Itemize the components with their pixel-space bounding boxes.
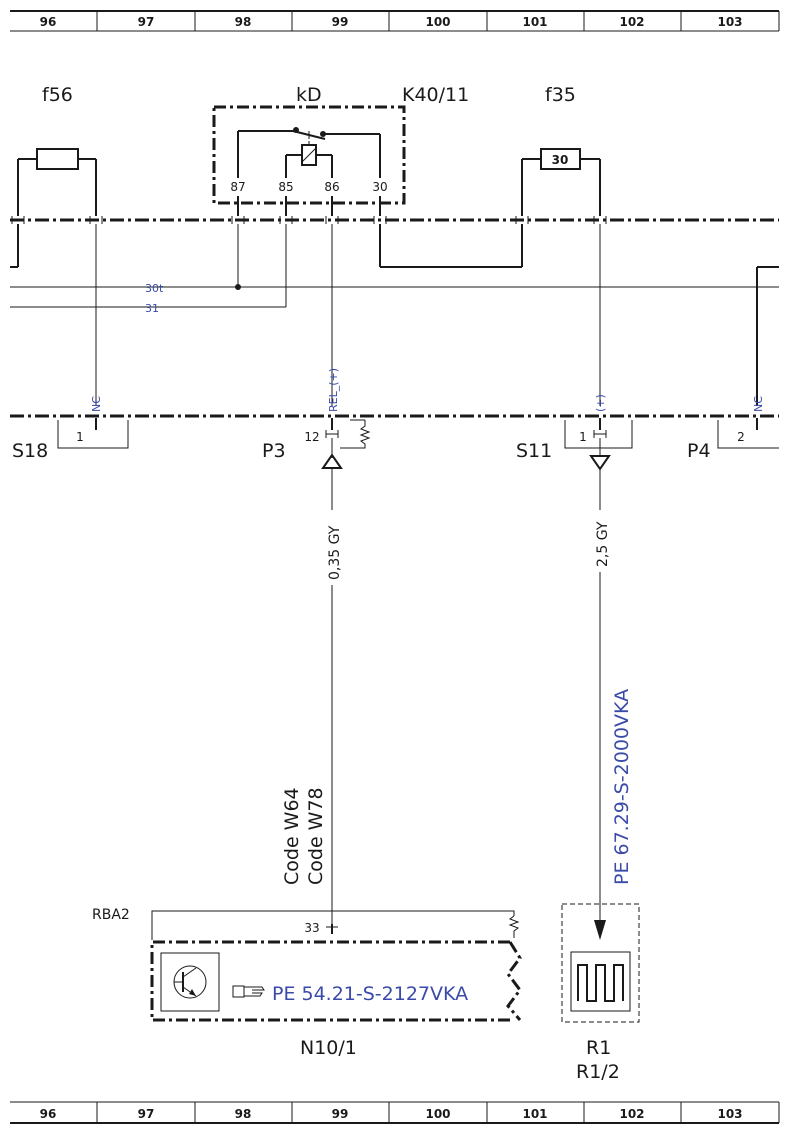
label-f56: f56 bbox=[42, 84, 73, 106]
p3-pin: 12 bbox=[304, 430, 319, 444]
bottom-ruler: 96 97 98 99 100 101 102 103 bbox=[10, 1101, 780, 1124]
connector-p4: 2 bbox=[717, 418, 779, 449]
internal-wiring bbox=[10, 224, 779, 406]
ruler-col-97: 97 bbox=[138, 15, 155, 29]
wire-label-right: 2,5 GY bbox=[595, 521, 611, 567]
bus-label-30t: 30t bbox=[145, 282, 164, 295]
relay-k40-11: 87 85 86 30 bbox=[212, 105, 406, 212]
ruler-col-98: 98 bbox=[235, 15, 252, 29]
arrow-down bbox=[594, 920, 606, 940]
bottom-ruler-col-103: 103 bbox=[717, 1107, 742, 1121]
label-kd: kD bbox=[296, 84, 322, 106]
label-k40-11: K40/11 bbox=[402, 84, 469, 106]
label-p3: P3 bbox=[262, 440, 286, 462]
label-f35: f35 bbox=[545, 84, 576, 106]
connector-label-nc-left: NC bbox=[90, 396, 103, 412]
n10-pin: 33 bbox=[304, 921, 319, 935]
module-n10-1: 33 PE 54.21-S-2127VKA bbox=[150, 910, 522, 1022]
bottom-ruler-col-99: 99 bbox=[332, 1107, 349, 1121]
pin-87: 87 bbox=[230, 180, 245, 194]
label-p4: P4 bbox=[687, 440, 711, 462]
label-r1-2: R1/2 bbox=[576, 1061, 620, 1083]
p4-pin: 2 bbox=[737, 430, 745, 444]
reference-bottom[interactable]: PE 54.21-S-2127VKA bbox=[272, 983, 468, 1005]
sensor-r1 bbox=[561, 903, 640, 1023]
connector-label-plus: (+) bbox=[594, 394, 607, 412]
code-w64: Code W64 bbox=[281, 787, 303, 885]
pin-86: 86 bbox=[324, 180, 339, 194]
ruler-col-103: 103 bbox=[717, 15, 742, 29]
fuse-f56 bbox=[17, 148, 97, 212]
bottom-ruler-col-98: 98 bbox=[235, 1107, 252, 1121]
bottom-ruler-col-96: 96 bbox=[40, 1107, 57, 1121]
connector-p3: 12 bbox=[304, 418, 371, 469]
bus-label-31: 31 bbox=[145, 302, 159, 315]
ruler-col-102: 102 bbox=[619, 15, 644, 29]
pin-30: 30 bbox=[372, 180, 387, 194]
label-s11: S11 bbox=[516, 440, 552, 462]
label-rba2: RBA2 bbox=[92, 907, 130, 923]
hand-pointer-icon bbox=[232, 985, 265, 998]
bottom-ruler-col-100: 100 bbox=[425, 1107, 450, 1121]
f35-rating: 30 bbox=[552, 153, 569, 167]
fuse-f35: 30 bbox=[521, 148, 601, 212]
bottom-ruler-col-102: 102 bbox=[619, 1107, 644, 1121]
ruler-col-100: 100 bbox=[425, 15, 450, 29]
bottom-ruler-col-97: 97 bbox=[138, 1107, 155, 1121]
ruler-col-99: 99 bbox=[332, 15, 349, 29]
bottom-ruler-col-101: 101 bbox=[522, 1107, 547, 1121]
connector-s18: 1 bbox=[57, 418, 129, 449]
label-r1: R1 bbox=[586, 1037, 611, 1059]
s11-pin: 1 bbox=[579, 430, 587, 444]
connector-label-rel: REL_(+) bbox=[327, 368, 340, 412]
pin-85: 85 bbox=[278, 180, 293, 194]
connector-label-nc-right: NC bbox=[752, 396, 765, 412]
connector-s11: 1 bbox=[564, 418, 633, 471]
top-ruler: 96 97 98 99 100 101 102 103 bbox=[10, 10, 780, 32]
wire-label-left: 0,35 GY bbox=[327, 525, 343, 580]
label-s18: S18 bbox=[12, 440, 48, 462]
ruler-col-96: 96 bbox=[40, 15, 57, 29]
ruler-col-101: 101 bbox=[522, 15, 547, 29]
code-w78: Code W78 bbox=[305, 787, 327, 885]
label-n10-1: N10/1 bbox=[300, 1037, 357, 1059]
reference-right[interactable]: PE 67.29-S-2000VKA bbox=[611, 689, 633, 885]
s18-pin: 1 bbox=[76, 430, 84, 444]
upper-terminals bbox=[11, 204, 607, 224]
